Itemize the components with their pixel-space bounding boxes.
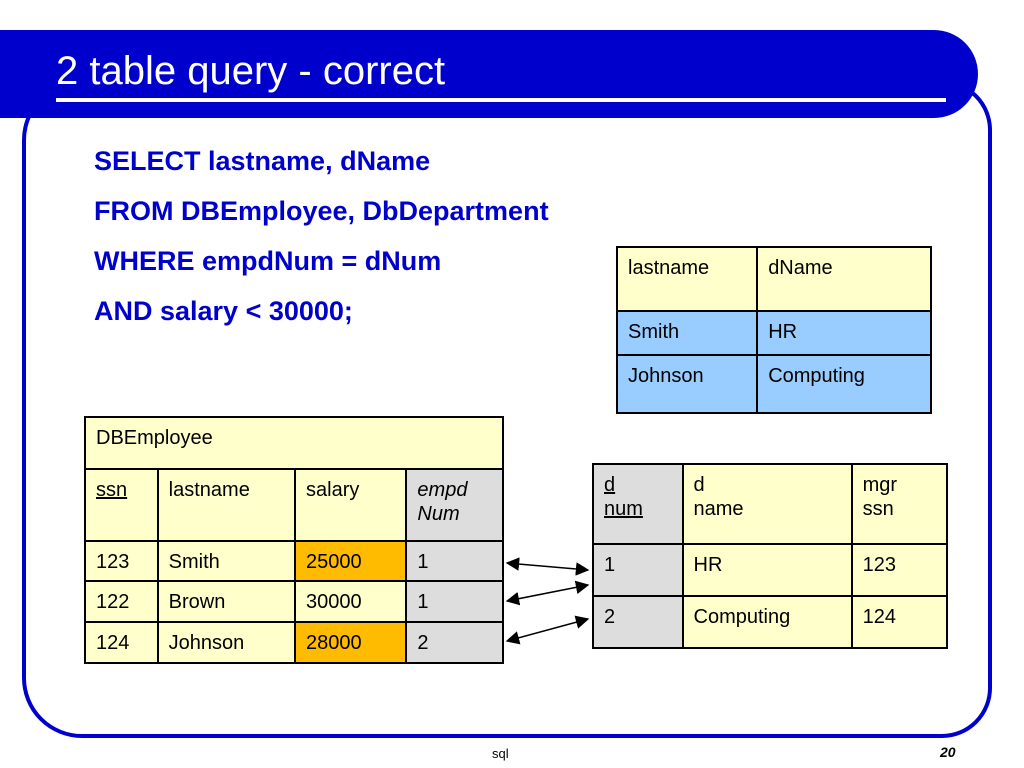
result-header-dname: dName (756, 246, 932, 312)
table-cell: 1 (592, 543, 684, 597)
table-row: 124 Johnson 28000 2 (84, 621, 504, 664)
header-line: mgr (862, 474, 898, 496)
table-cell: 124 (84, 621, 159, 664)
table-cell: 2 (592, 595, 684, 649)
table-row: 122 Brown 30000 1 (84, 580, 504, 623)
header-line: name (693, 498, 744, 520)
table-cell: HR (681, 543, 853, 597)
table-cell: Smith (156, 540, 297, 582)
sql-line-where: WHERE empdNum = dNum (94, 246, 442, 276)
result-header-lastname: lastname (615, 246, 759, 312)
table-cell: 123 (850, 543, 949, 597)
key-label: num (604, 498, 643, 520)
table-row: 123 Smith 25000 1 (84, 540, 504, 582)
table-row: 2 Computing 124 (592, 595, 949, 649)
table-cell: 2 (405, 621, 504, 664)
sql-line-and: AND salary < 30000; (94, 296, 353, 326)
title-underline (56, 98, 946, 102)
key-label: ssn (96, 479, 128, 501)
table-cell: Computing (756, 354, 932, 414)
slide-title: 2 table query - correct (56, 49, 446, 93)
table-cell: 123 (84, 540, 159, 582)
employee-header-ssn: ssn (84, 468, 159, 542)
table-cell: Johnson (156, 621, 297, 664)
result-table: lastname dName Smith HR Johnson Computin… (615, 246, 932, 414)
table-cell: Johnson (615, 354, 759, 414)
table-row: Johnson Computing (615, 354, 932, 414)
table-cell: 124 (850, 595, 949, 649)
employee-header-salary: salary (294, 468, 408, 542)
title-bar (0, 30, 978, 118)
table-cell: Smith (615, 310, 759, 356)
sql-line-from: FROM DBEmployee, DbDepartment (94, 196, 549, 226)
table-cell: 28000 (294, 621, 408, 664)
header-line: empd (417, 479, 468, 501)
table-cell: 122 (84, 580, 159, 623)
table-cell: Computing (681, 595, 853, 649)
table-cell: HR (756, 310, 932, 356)
table-cell: 1 (405, 540, 504, 582)
key-label: d (604, 474, 616, 496)
header-line: Num (417, 503, 460, 525)
table-cell: 1 (405, 580, 504, 623)
table-row: Smith HR (615, 310, 932, 356)
table-cell: 30000 (294, 580, 408, 623)
table-row: lastname dName (615, 246, 932, 312)
footer-label: sql (492, 746, 509, 761)
employee-table-name: DBEmployee (84, 416, 504, 470)
page-number: 20 (940, 744, 956, 760)
header-line: ssn (862, 498, 894, 520)
header-line: d (693, 474, 705, 496)
sql-line-select: SELECT lastname, dName (94, 146, 431, 176)
table-row: DBEmployee (84, 416, 504, 470)
table-cell: Brown (156, 580, 297, 623)
table-row: 1 HR 123 (592, 543, 949, 597)
employee-header-lastname: lastname (156, 468, 297, 542)
table-cell: 25000 (294, 540, 408, 582)
